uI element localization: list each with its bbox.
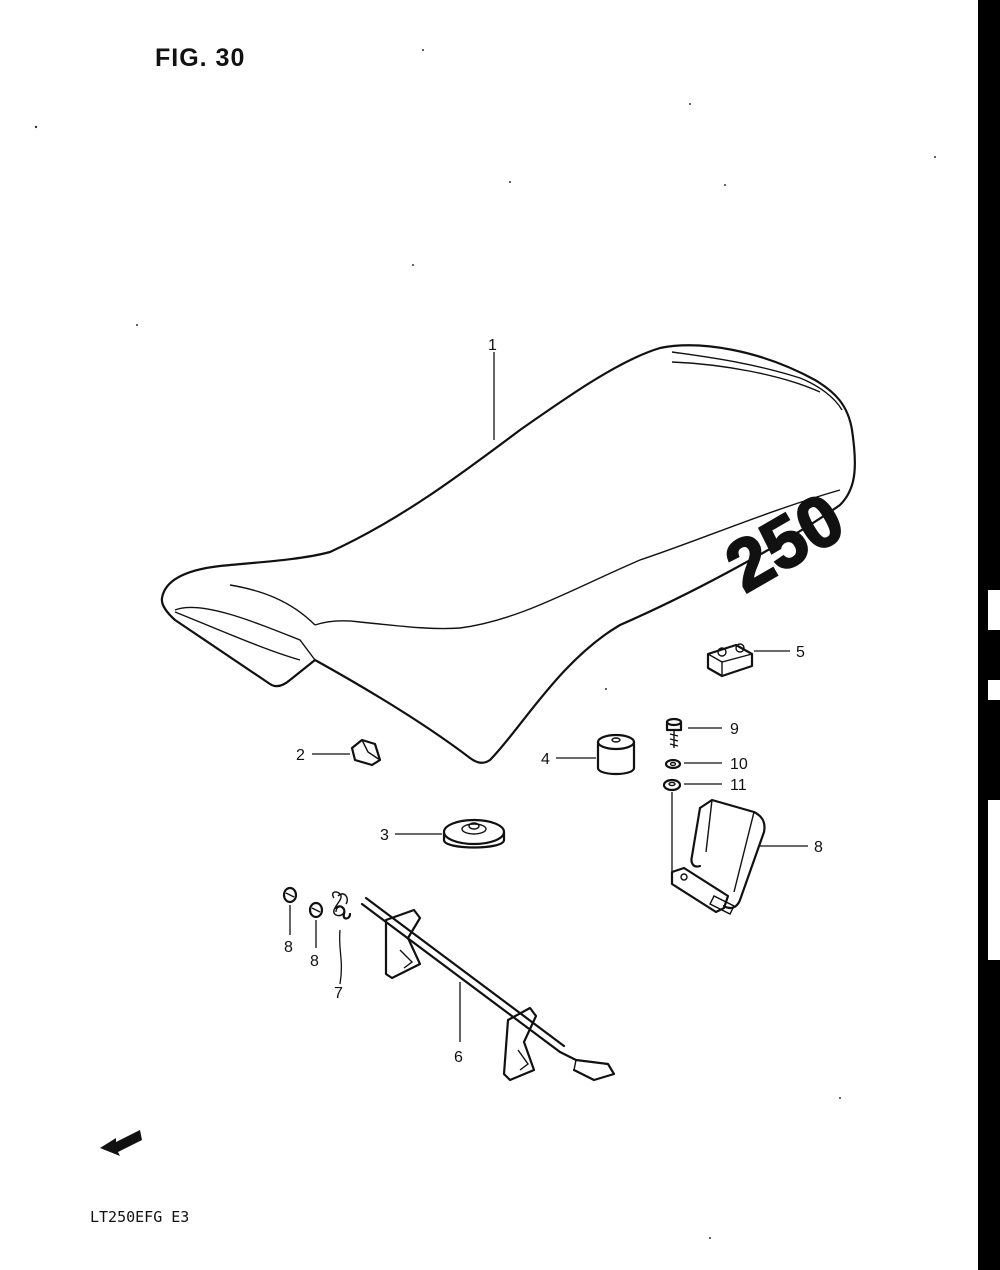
edge-tick [988, 800, 1000, 960]
part-2-cushion [350, 738, 382, 767]
scan-specks [34, 49, 936, 1239]
callout-8b: 8 [310, 953, 319, 970]
callout-7: 7 [334, 985, 343, 1002]
fwd-arrow-icon: FWD [100, 1130, 142, 1156]
callout-6: 6 [454, 1049, 463, 1066]
callout-1: 1 [488, 337, 497, 354]
page-edge-border [978, 0, 1000, 1270]
part-8-clip-b [308, 901, 324, 919]
edge-tick [988, 590, 1000, 630]
callout-8a: 8 [284, 939, 293, 956]
callout-4: 4 [541, 751, 550, 768]
part-12-washer [662, 778, 682, 792]
figure-title: FIG. 30 [155, 44, 246, 72]
callout-2: 2 [296, 747, 305, 764]
callout-10: 9 [730, 721, 739, 738]
callout-12: 11 [730, 777, 747, 794]
part-9-latch-bracket [670, 798, 766, 915]
part-7-spring [331, 891, 352, 920]
callout-5: 5 [796, 644, 805, 661]
callout-3: 3 [380, 827, 389, 844]
edge-tick [988, 680, 1000, 700]
callout-11: 10 [730, 756, 748, 773]
model-code: LT250EFG E3 [90, 1208, 190, 1226]
seat: 250 [160, 344, 858, 764]
part-4-cushion [596, 733, 636, 776]
part-6-lock-rod [360, 896, 616, 1082]
seat-logo: 250 [713, 478, 857, 607]
part-11-lock-washer [664, 758, 682, 770]
part-8-clip-a [282, 886, 298, 904]
part-10-bolt [665, 717, 683, 748]
callout-9: 8 [814, 839, 823, 856]
svg-text:FWD: FWD [115, 1134, 138, 1152]
part-3-grommet [442, 818, 506, 849]
part-5-striker [706, 643, 754, 678]
